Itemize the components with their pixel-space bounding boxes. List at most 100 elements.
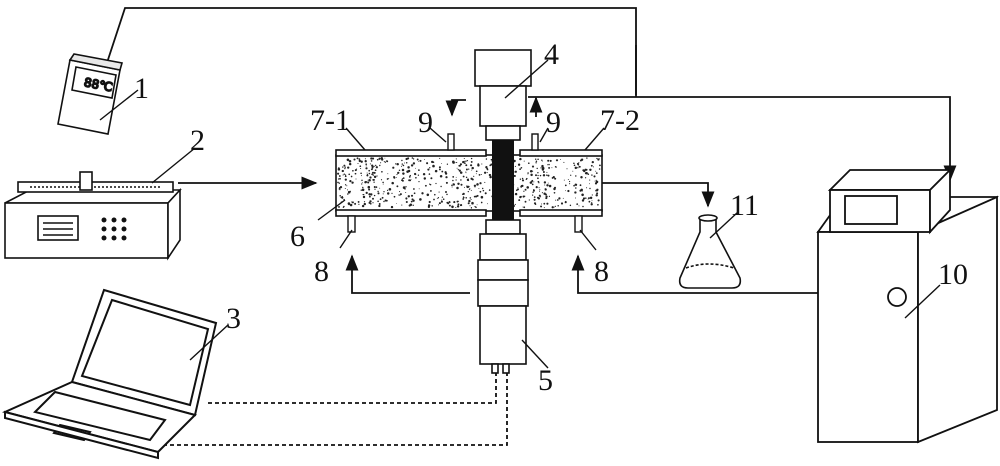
speckle-dot bbox=[581, 199, 585, 202]
speckle-dot bbox=[568, 180, 571, 183]
speckle-dot bbox=[574, 191, 577, 194]
speckle-dot bbox=[360, 175, 362, 177]
speckle-dot bbox=[465, 172, 467, 174]
speckle-dot bbox=[589, 187, 591, 190]
speckle-dot bbox=[531, 183, 534, 186]
lower-port-right bbox=[574, 215, 583, 233]
speckle-dot bbox=[553, 187, 556, 191]
speckle-dot bbox=[470, 189, 472, 191]
speckle-dot bbox=[537, 197, 541, 200]
speckle-dot bbox=[386, 160, 389, 163]
outlet-line bbox=[602, 182, 715, 208]
dark-core bbox=[492, 140, 514, 220]
speckle-dot bbox=[566, 168, 568, 170]
speckle-dot bbox=[519, 168, 521, 171]
speckle-dot bbox=[383, 191, 385, 193]
speckle-dot bbox=[532, 170, 534, 172]
speckle-dot bbox=[342, 174, 344, 176]
speckle-dot bbox=[396, 174, 398, 176]
speckle-dot bbox=[442, 198, 445, 200]
speckle-dot bbox=[407, 166, 410, 169]
speckle-dot bbox=[520, 185, 523, 188]
label-thermometer: 1 bbox=[134, 72, 149, 105]
speckle-dot bbox=[407, 195, 410, 198]
speckle-dot bbox=[522, 206, 524, 208]
speckle-dot bbox=[414, 173, 417, 176]
speckle-dot bbox=[475, 173, 477, 175]
speckle-dot bbox=[521, 177, 524, 180]
speckle-dot bbox=[368, 172, 371, 175]
speckle-dot bbox=[412, 162, 416, 165]
speckle-dot bbox=[381, 196, 384, 199]
speckle-dot bbox=[424, 158, 426, 160]
speckle-dot bbox=[554, 205, 556, 208]
speckle-dot bbox=[361, 183, 363, 185]
top-camera bbox=[474, 49, 532, 141]
speckle-dot bbox=[462, 175, 465, 178]
speckle-dot bbox=[482, 189, 485, 192]
speckle-dot bbox=[465, 176, 468, 179]
speckle-dot bbox=[465, 197, 467, 199]
speckle-dot bbox=[485, 158, 488, 160]
speckle-dot bbox=[579, 189, 582, 192]
speckle-dot bbox=[367, 181, 370, 184]
speckle-dot bbox=[407, 157, 410, 160]
speckle-dot bbox=[366, 172, 368, 174]
speckle-dot bbox=[365, 191, 368, 195]
speckle-dot bbox=[414, 167, 416, 169]
speckle-dot bbox=[463, 157, 465, 160]
speckle-dot bbox=[548, 195, 551, 198]
speckle-dot bbox=[595, 194, 598, 197]
speckle-dot bbox=[452, 183, 456, 186]
speckle-dot bbox=[406, 170, 409, 173]
speckle-dot bbox=[364, 180, 367, 184]
speckle-dot bbox=[532, 194, 534, 196]
speckle-dot bbox=[586, 187, 588, 189]
speckle-dot bbox=[423, 177, 427, 180]
speckle-dot bbox=[541, 168, 545, 171]
speckle-dot bbox=[558, 197, 561, 200]
label-upper-port-left: 9 bbox=[418, 106, 433, 139]
speckle-dot bbox=[451, 184, 453, 187]
speckle-dot bbox=[339, 188, 341, 191]
speckle-dot bbox=[427, 204, 431, 207]
speckle-dot bbox=[410, 178, 412, 180]
syringe-pump bbox=[4, 171, 182, 261]
speckle-dot bbox=[480, 195, 484, 199]
speckle-dot bbox=[536, 167, 538, 170]
speckle-dot bbox=[489, 164, 492, 167]
speckle-dot bbox=[582, 197, 586, 200]
controller-unit bbox=[816, 167, 999, 444]
speckle-dot bbox=[476, 204, 478, 206]
speckle-dot bbox=[483, 171, 487, 174]
speckle-dot bbox=[367, 185, 371, 189]
speckle-dot bbox=[462, 198, 465, 200]
speckle-dot bbox=[375, 186, 378, 188]
speckle-dot bbox=[408, 176, 411, 178]
speckle-dot bbox=[441, 163, 443, 164]
speckle-dot bbox=[555, 159, 559, 162]
speckle-dot bbox=[481, 163, 483, 165]
speckle-dot bbox=[357, 162, 359, 165]
speckle-dot bbox=[535, 186, 538, 189]
speckle-dot bbox=[355, 178, 357, 180]
speckle-dot bbox=[379, 198, 382, 201]
speckle-dot bbox=[524, 195, 526, 197]
speckle-dot bbox=[475, 170, 478, 173]
speckle-dot bbox=[428, 200, 431, 204]
speckle-dot bbox=[383, 160, 385, 163]
speckle-dot bbox=[579, 159, 582, 162]
speckle-dot bbox=[551, 167, 553, 169]
upper-port-left-arrow bbox=[445, 99, 466, 117]
speckle-dot bbox=[458, 164, 461, 167]
speckle-dot bbox=[390, 205, 394, 209]
speckle-dot bbox=[469, 197, 472, 199]
speckle-dot bbox=[488, 189, 491, 191]
speckle-dot bbox=[361, 204, 365, 208]
speckle-dot bbox=[373, 181, 375, 183]
speckle-dot bbox=[345, 174, 347, 176]
speckle-dot bbox=[371, 171, 375, 174]
label-left-plate: 7-1 bbox=[310, 104, 350, 137]
speckle-dot bbox=[382, 193, 384, 195]
speckle-dot bbox=[489, 175, 492, 179]
